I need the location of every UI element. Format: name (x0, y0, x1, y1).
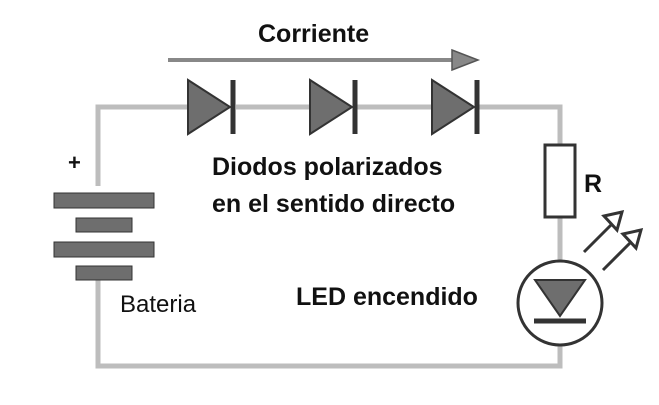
current-arrow (168, 48, 481, 72)
diode-3 (431, 78, 480, 136)
diodes-label-line1: Diodos polarizados (212, 153, 443, 181)
circuit-wires (95, 104, 563, 369)
diode-2 (309, 78, 358, 136)
diodes-label-line2: en el sentido directo (212, 190, 455, 218)
light-emission-arrows-icon (582, 209, 644, 272)
led-label: LED encendido (296, 283, 478, 311)
led-symbol (516, 259, 604, 347)
resistor (543, 143, 577, 219)
battery-plus-sign: + (68, 150, 81, 175)
current-label: Corriente (258, 20, 369, 48)
battery-symbol (53, 192, 155, 281)
battery-label: Bateria (120, 291, 197, 318)
resistor-label: R (584, 170, 602, 198)
diode-1 (187, 78, 236, 136)
